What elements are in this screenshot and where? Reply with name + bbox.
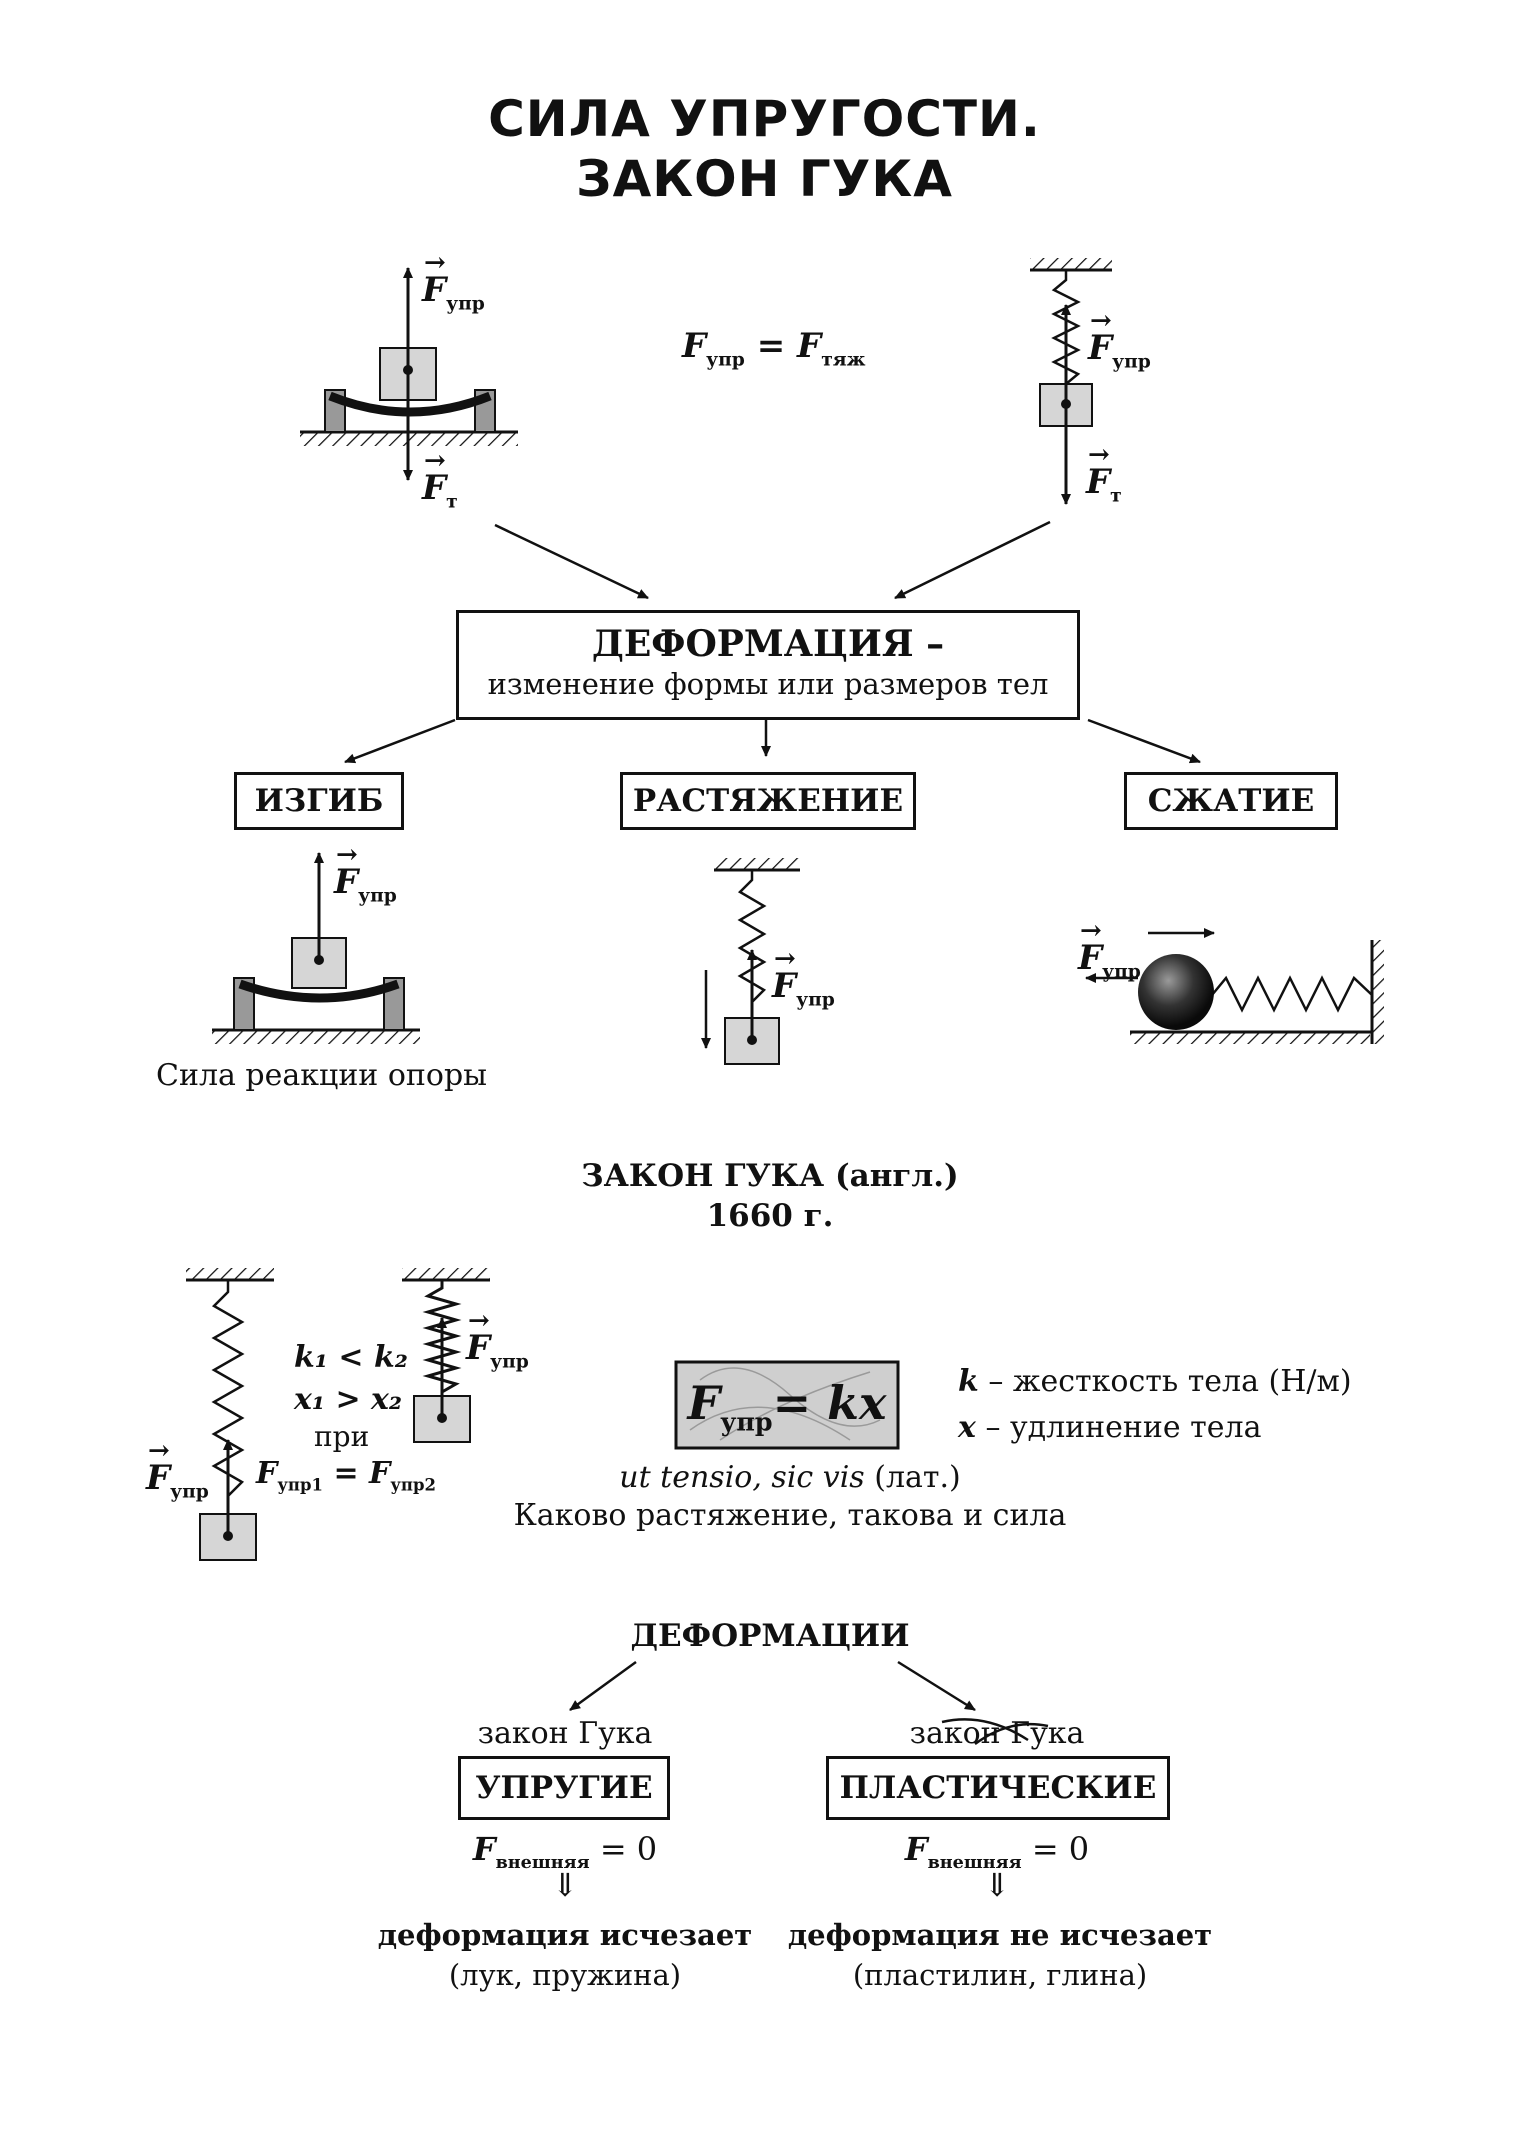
plastic-result: деформация не исчезает: [787, 1918, 1213, 1952]
top-left-force-up-label: → Fупр: [422, 248, 485, 315]
hooke-x-definition: x – удлинение тела: [958, 1410, 1262, 1445]
hooke-year: 1660 г.: [706, 1198, 834, 1234]
hooke-formula: Fупр= kx: [687, 1376, 887, 1437]
type-bend-box: ИЗГИБ: [234, 772, 404, 830]
elastic-law: закон Гука: [477, 1716, 653, 1751]
hooke-spring-1: [186, 1268, 274, 1561]
hooke-when: при: [314, 1420, 370, 1453]
hooke-heading: ЗАКОН ГУКА (англ.): [581, 1158, 959, 1194]
deformation-definition: изменение формы или размеров тел: [487, 667, 1049, 701]
page-title-line1: СИЛА УПРУГОСТИ.: [488, 90, 1041, 148]
top-left-force-down-label: → Fт: [422, 446, 458, 513]
page-title-line2: ЗАКОН ГУКА: [576, 150, 953, 208]
deformation-heading: ДЕФОРМАЦИЯ –: [591, 623, 945, 665]
stretch-force-label: →Fупр: [772, 944, 835, 1011]
hooke-x-relation: x₁ > x₂: [294, 1382, 403, 1417]
stretch-type-figure: [701, 858, 800, 1065]
top-left-bend-figure: [300, 267, 518, 481]
top-right-force-down-label: → Fт: [1086, 440, 1122, 507]
hooke-k-definition: k – жесткость тела (Н/м): [958, 1364, 1352, 1399]
hooke-spring2-force-label: →Fупр: [466, 1306, 529, 1373]
hooke-spring1-force-label: →Fупр: [146, 1436, 209, 1503]
elastic-condition: Fвнешняя = 0: [472, 1830, 658, 1873]
hooke-k-relation: k₁ < k₂: [294, 1340, 408, 1375]
deformations-heading: ДЕФОРМАЦИИ: [630, 1618, 910, 1654]
elastic-result: деформация исчезает: [377, 1918, 753, 1952]
top-right-force-up-label: → Fупр: [1088, 306, 1151, 373]
bend-caption: Сила реакции опоры: [156, 1058, 488, 1093]
hooke-force-equality: Fупр1 = Fупр2: [256, 1456, 436, 1495]
elastic-examples: (лук, пружина): [448, 1958, 682, 1992]
compress-type-figure: [1085, 928, 1384, 1044]
hooke-spring-2: [402, 1268, 490, 1443]
compress-force-label: →Fупр: [1078, 916, 1141, 983]
elastic-implies-icon: ⇓: [551, 1866, 579, 1904]
bend-force-label: →Fупр: [334, 840, 397, 907]
plastic-box: ПЛАСТИЧЕСКИЕ: [826, 1756, 1170, 1820]
hooke-translation: Каково растяжение, такова и сила: [513, 1498, 1067, 1533]
hooke-latin: ut tensio, sic vis (лат.): [619, 1460, 961, 1495]
plastic-law-struck: закон Гука: [909, 1716, 1085, 1751]
type-compress-box: СЖАТИЕ: [1124, 772, 1338, 830]
bend-type-figure: [212, 852, 420, 1044]
top-right-spring-figure: [1030, 258, 1112, 505]
deformation-definition-box: ДЕФОРМАЦИЯ – изменение формы или размеро…: [456, 610, 1080, 720]
plastic-condition: Fвнешняя = 0: [904, 1830, 1090, 1873]
plastic-implies-icon: ⇓: [983, 1866, 1011, 1904]
elastic-box: УПРУГИЕ: [458, 1756, 670, 1820]
plastic-examples: (пластилин, глина): [852, 1958, 1148, 1992]
top-equality-formula: Fупр = Fтяж: [682, 326, 866, 371]
type-stretch-box: РАСТЯЖЕНИЕ: [620, 772, 916, 830]
